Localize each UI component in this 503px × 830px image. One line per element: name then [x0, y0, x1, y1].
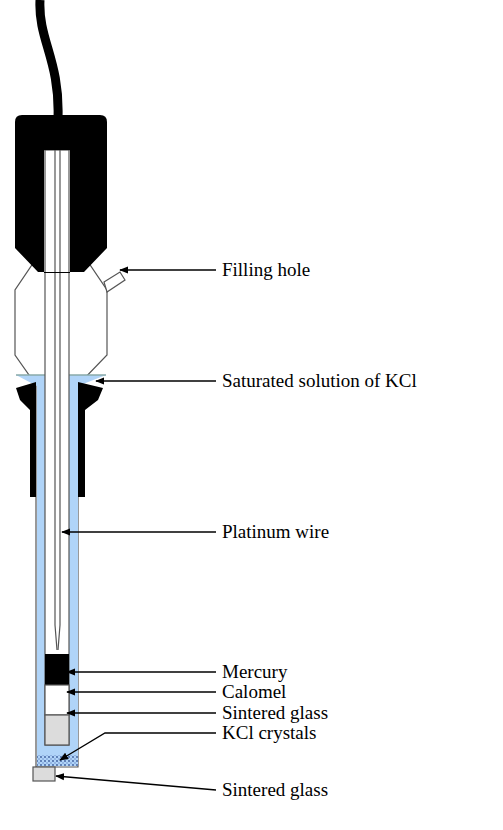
platinum-wire [55, 150, 57, 650]
part-label: Sintered glass [222, 779, 328, 801]
part-label: Filling hole [222, 259, 310, 281]
mercury [45, 654, 69, 685]
leader-arrow [96, 380, 216, 381]
platinum-wire [58, 150, 60, 650]
leader-arrow [67, 712, 216, 713]
leader-arrow [120, 269, 216, 270]
leader-arrow [67, 691, 216, 692]
cable [40, 0, 58, 118]
electrode-cap [15, 115, 107, 273]
part-label: Platinum wire [222, 521, 329, 543]
kcl-crystals [37, 755, 78, 766]
part-label: Mercury [222, 661, 287, 683]
part-label: KCl crystals [222, 722, 316, 744]
leader-arrow [60, 733, 216, 760]
leader-arrow [62, 531, 216, 532]
calomel [45, 685, 69, 715]
part-label: Sintered glass [222, 702, 328, 724]
leader-arrow [67, 671, 216, 672]
inner-tube [45, 150, 69, 745]
sintered-glass [45, 715, 69, 745]
sintered-glass [33, 767, 55, 781]
filling-hole [104, 272, 125, 292]
joint-collar [78, 382, 103, 497]
part-label: Calomel [222, 681, 286, 703]
leader-arrow [56, 776, 216, 790]
part-label: Saturated solution of KCl [222, 370, 417, 392]
joint-collar [16, 382, 36, 497]
